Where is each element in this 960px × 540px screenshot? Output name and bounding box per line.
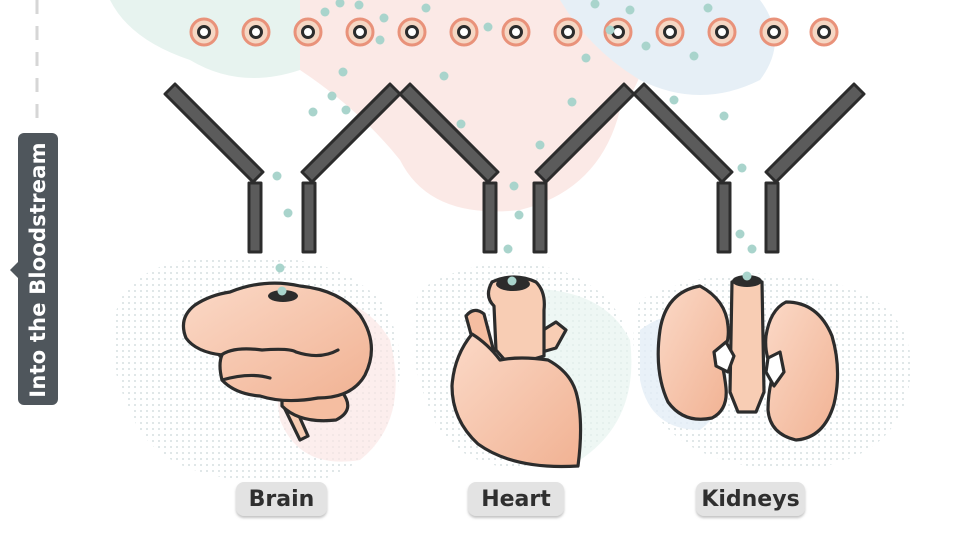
side-tab: Into the Bloodstream xyxy=(10,0,58,405)
drug-particle xyxy=(742,271,752,281)
drug-particle xyxy=(590,0,600,9)
drug-particle xyxy=(275,263,285,273)
kidneys-label-pill: Kidneys xyxy=(696,482,805,516)
brain-fold xyxy=(220,373,272,382)
blood-cell xyxy=(707,17,737,47)
blood-cell xyxy=(603,17,633,47)
kidneys-illustration xyxy=(656,271,840,442)
blood-cell xyxy=(189,17,219,47)
blood-cells xyxy=(189,17,839,47)
vessel-walls xyxy=(163,82,866,254)
side-tab-label: Into the Bloodstream xyxy=(26,142,50,397)
drug-particle xyxy=(567,97,577,107)
drug-particle xyxy=(581,53,591,63)
drug-particles xyxy=(272,0,757,273)
vessel-wall-right-stem xyxy=(764,181,780,254)
blood-cell xyxy=(449,17,479,47)
brain-cerebrum xyxy=(181,281,374,403)
side-tab-pointer xyxy=(10,262,18,278)
vessel-wall-left-arm xyxy=(398,82,500,184)
blood-cell xyxy=(293,17,323,47)
drug-particle xyxy=(507,276,517,286)
blood-cell xyxy=(655,17,685,47)
drug-particle xyxy=(689,51,699,61)
drug-particle xyxy=(354,0,364,10)
drug-particle xyxy=(439,71,449,81)
renal-pelvis-right xyxy=(764,350,786,388)
drug-particle xyxy=(535,140,545,150)
brain-label-pill: Brain xyxy=(236,482,327,516)
heart-illustration xyxy=(450,275,583,469)
drug-particle xyxy=(503,244,513,254)
drug-particle xyxy=(338,67,348,77)
drug-particle xyxy=(747,244,757,254)
drug-particle xyxy=(327,91,337,101)
vessel-wall-right-arm xyxy=(764,82,866,184)
brain-fold xyxy=(218,347,340,358)
blood-cell xyxy=(501,17,531,47)
blood-cell xyxy=(397,17,427,47)
heart-body xyxy=(450,332,583,469)
drug-particle xyxy=(719,111,729,121)
vessel-wall-right-stem xyxy=(532,181,548,254)
drug-particle xyxy=(456,119,466,129)
drug-particle xyxy=(605,25,615,35)
heart-aorta xyxy=(486,275,546,368)
blood-cell xyxy=(241,17,271,47)
drug-particle xyxy=(283,208,293,218)
blood-cell xyxy=(553,17,583,47)
drug-particle xyxy=(669,95,679,105)
drug-particle xyxy=(375,35,385,45)
vessel-wall-left-arm xyxy=(632,82,734,184)
drug-particle xyxy=(483,22,493,32)
renal-vessel xyxy=(728,280,766,414)
side-tab-background xyxy=(18,133,58,405)
kidneys-label: Kidneys xyxy=(701,487,799,512)
renal-pelvis-left xyxy=(712,340,736,374)
kidney-right xyxy=(764,300,840,442)
drug-particle xyxy=(625,5,635,15)
drug-particle xyxy=(514,210,524,220)
vessel-wall-left-stem xyxy=(716,181,732,254)
drug-particle xyxy=(341,105,351,115)
drug-particle xyxy=(320,7,330,17)
blood-cell xyxy=(809,17,839,47)
brain-label: Brain xyxy=(249,487,315,512)
kidney-left xyxy=(656,284,730,421)
drug-particle xyxy=(641,41,651,51)
drug-particle xyxy=(379,13,389,23)
drug-particle xyxy=(737,163,747,173)
brain-illustration xyxy=(181,281,374,442)
drug-particle xyxy=(272,171,282,181)
drug-particle xyxy=(308,107,318,117)
blood-cell xyxy=(759,17,789,47)
brain-entry-port xyxy=(268,290,298,302)
drug-particle xyxy=(735,229,745,239)
heart-label-pill: Heart xyxy=(468,482,564,516)
vessel-wall-left-stem xyxy=(482,181,498,254)
vessel-wall-left-stem xyxy=(247,181,263,254)
blood-cell xyxy=(345,17,375,47)
drug-particle xyxy=(335,0,345,8)
vessel-wall-right-stem xyxy=(301,181,317,254)
drug-particle xyxy=(703,3,713,13)
heart-label: Heart xyxy=(481,487,551,512)
drug-particle xyxy=(509,181,519,191)
vessel-wall-left-arm xyxy=(163,82,265,184)
organ-labels: Brain Heart Kidneys xyxy=(236,482,805,516)
kidneys-entry-port xyxy=(732,275,762,287)
drug-particle xyxy=(277,286,287,296)
drug-particle xyxy=(421,3,431,13)
